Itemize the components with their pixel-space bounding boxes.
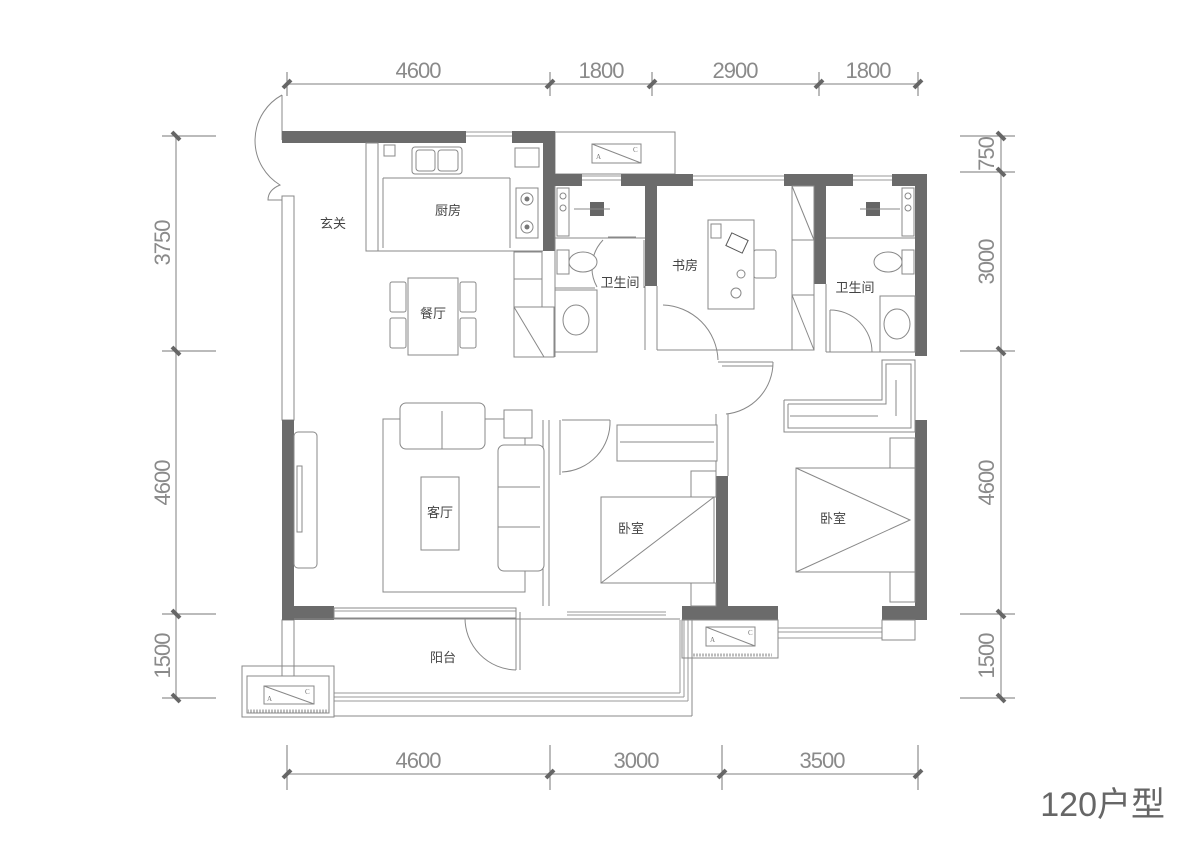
dim-bottom-3: 3500 — [800, 748, 846, 773]
dim-left-3: 1500 — [150, 633, 175, 679]
bedroom2-furniture — [790, 380, 916, 603]
dim-top-3: 2900 — [713, 58, 759, 83]
right-dimension-line: 750 3000 4600 1500 — [960, 130, 1015, 704]
label-bathroom-2: 卫生间 — [835, 281, 874, 296]
label-study: 书房 — [672, 258, 698, 274]
dim-top-2: 1800 — [579, 58, 625, 83]
label-kitchen: 厨房 — [435, 203, 461, 219]
label-balcony: 阳台 — [430, 651, 456, 666]
study-desk — [707, 219, 777, 310]
entry-door — [254, 94, 283, 201]
ac-unit-labels: A C A C A C — [267, 146, 753, 703]
dim-right-4: 1500 — [974, 633, 999, 679]
svg-text:C: C — [748, 629, 753, 637]
plan-title: 120户型 — [1040, 786, 1165, 824]
living-room-furniture — [293, 402, 545, 593]
bedroom1-furniture — [600, 424, 718, 607]
dim-right-2: 3000 — [974, 239, 999, 285]
label-bedroom-1: 卧室 — [618, 521, 644, 537]
dim-left-2: 4600 — [150, 460, 175, 506]
label-dining: 餐厅 — [420, 306, 446, 322]
label-bathroom-1: 卫生间 — [600, 276, 639, 291]
dim-top-1: 4600 — [396, 58, 442, 83]
study-door-arc — [662, 304, 719, 361]
label-bedroom-2: 卧室 — [820, 511, 846, 527]
room-labels: 玄关 厨房 餐厅 卫生间 书房 卫生间 客厅 卧室 卧室 阳台 — [320, 203, 875, 666]
svg-text:A: A — [710, 636, 715, 644]
bath1-fixtures — [556, 187, 636, 336]
dim-left-1: 3750 — [150, 220, 175, 266]
label-entry: 玄关 — [320, 217, 346, 232]
dim-right-3: 4600 — [974, 460, 999, 506]
kitchen-fixtures — [383, 144, 540, 239]
dim-bottom-1: 4600 — [396, 748, 442, 773]
svg-text:A: A — [267, 695, 272, 703]
interior-partitions — [365, 142, 916, 641]
label-living: 客厅 — [427, 505, 453, 521]
dining-table — [389, 277, 477, 356]
left-dimension-line: 3750 4600 1500 — [150, 130, 216, 704]
dim-top-4: 1800 — [846, 58, 892, 83]
balcony-structure — [241, 607, 779, 718]
hall-door-arc — [725, 361, 774, 415]
svg-text:C: C — [305, 688, 310, 696]
bedroom1-door-arc — [561, 419, 611, 473]
dim-right-1: 750 — [974, 136, 999, 170]
bath2-door-arc — [829, 309, 873, 353]
bottom-dimension-line: 4600 3000 3500 — [281, 745, 924, 790]
doors — [561, 239, 873, 473]
top-dimension-line: 4600 1800 2900 1800 — [281, 58, 924, 96]
dim-bottom-2: 3000 — [614, 748, 660, 773]
svg-text:C: C — [633, 146, 638, 154]
svg-text:A: A — [596, 153, 601, 161]
structural-walls — [282, 131, 927, 620]
bath2-fixtures — [860, 187, 915, 340]
